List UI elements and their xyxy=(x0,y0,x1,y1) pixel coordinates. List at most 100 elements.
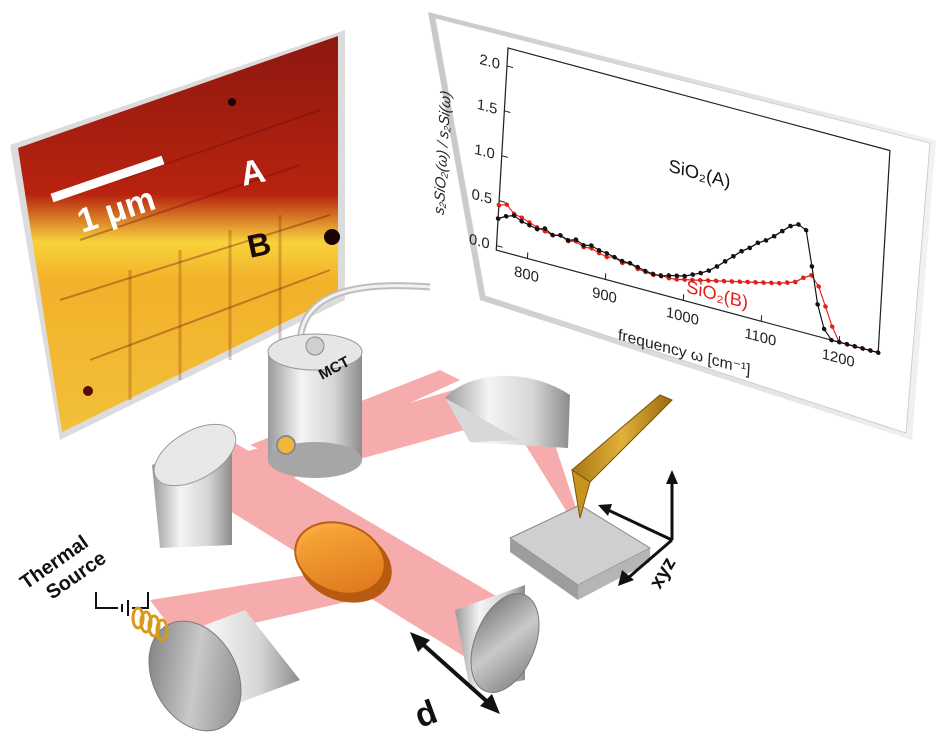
data-point xyxy=(666,273,672,278)
data-point xyxy=(690,272,695,277)
sample-stage xyxy=(509,504,652,600)
data-point xyxy=(604,251,610,256)
data-point xyxy=(747,245,752,251)
data-point xyxy=(755,240,761,246)
data-point xyxy=(803,227,809,233)
data-point xyxy=(550,232,555,238)
data-point xyxy=(581,242,586,248)
y-axis-ticks: 0.0 0.5 1.0 1.5 2.0 xyxy=(469,51,514,253)
data-point xyxy=(565,237,571,243)
data-point xyxy=(643,268,648,274)
data-point xyxy=(589,243,594,248)
data-point xyxy=(753,280,758,285)
series-a xyxy=(495,213,881,355)
data-point xyxy=(713,278,719,284)
data-point xyxy=(527,222,532,228)
thermal-source: Thermal Source xyxy=(16,531,169,642)
near-field-image-panel: 1 μm A B xyxy=(10,30,345,440)
data-point xyxy=(852,344,858,349)
fixed-mirror-bottom xyxy=(148,610,300,732)
data-point xyxy=(784,280,790,285)
data-point xyxy=(612,254,617,260)
data-point xyxy=(792,279,798,285)
data-point xyxy=(844,341,850,347)
data-point xyxy=(829,337,834,343)
data-point xyxy=(731,253,736,259)
data-point xyxy=(496,202,502,208)
defect-dot xyxy=(83,386,93,396)
beam-splitter xyxy=(294,521,392,603)
data-point xyxy=(780,228,785,234)
data-point xyxy=(604,254,609,260)
defect-dot xyxy=(324,229,340,245)
parabolic-mirror-left xyxy=(152,423,237,548)
beam-focus-on-tip xyxy=(510,420,580,525)
data-point xyxy=(815,302,820,307)
data-point xyxy=(573,237,579,242)
data-point xyxy=(503,213,509,219)
data-point xyxy=(763,238,769,243)
data-point xyxy=(698,270,703,276)
data-point xyxy=(771,233,777,239)
data-point xyxy=(682,273,687,279)
data-point xyxy=(658,273,664,279)
defect-dot xyxy=(228,98,236,106)
y-tick-label: 0.0 xyxy=(469,231,490,253)
x-tick-label: 800 xyxy=(514,263,540,286)
y-tick-label: 1.5 xyxy=(476,96,497,118)
data-point xyxy=(769,280,774,286)
y-tick xyxy=(506,65,514,69)
data-point xyxy=(737,279,743,285)
data-point xyxy=(627,260,633,266)
data-point xyxy=(674,277,679,282)
data-point xyxy=(796,222,801,227)
data-point xyxy=(816,284,821,289)
data-point xyxy=(823,304,828,309)
y-tick-label: 2.0 xyxy=(479,51,500,73)
heating-coil xyxy=(131,606,169,642)
data-point xyxy=(777,280,782,286)
data-point xyxy=(721,278,727,284)
data-point xyxy=(504,202,510,207)
detector-window xyxy=(276,435,296,455)
y-tick xyxy=(499,200,506,203)
data-point xyxy=(706,268,712,273)
series-layer xyxy=(495,202,881,355)
data-point xyxy=(596,248,602,253)
parabolic-mirror-right xyxy=(445,375,570,448)
data-point xyxy=(650,271,656,277)
y-tick xyxy=(504,110,511,114)
data-point xyxy=(635,264,641,270)
data-point xyxy=(511,213,517,218)
y-tick-label: 0.5 xyxy=(471,186,492,208)
moving-mirror xyxy=(455,585,540,694)
y-tick-label: 1.0 xyxy=(474,141,495,163)
data-point xyxy=(809,264,815,269)
data-point xyxy=(534,226,540,232)
data-point xyxy=(495,216,501,221)
mirror-motion-label: d xyxy=(410,693,443,732)
data-point xyxy=(542,226,548,231)
data-point xyxy=(788,223,793,229)
data-point xyxy=(519,215,525,221)
data-point xyxy=(714,264,720,269)
data-point xyxy=(558,233,563,238)
data-point xyxy=(875,350,881,355)
data-point xyxy=(519,219,524,224)
data-point xyxy=(860,346,865,351)
data-point xyxy=(705,278,711,283)
data-point xyxy=(674,273,680,279)
data-point xyxy=(868,348,873,353)
data-point xyxy=(722,259,728,264)
data-point xyxy=(829,324,835,329)
data-point xyxy=(620,258,625,264)
mct-detector: MCT xyxy=(267,333,363,478)
y-tick xyxy=(496,245,503,248)
data-point xyxy=(745,279,750,285)
afm-tip xyxy=(571,394,673,519)
source-circuit xyxy=(95,592,149,616)
data-point xyxy=(801,275,806,281)
data-point xyxy=(682,277,687,282)
